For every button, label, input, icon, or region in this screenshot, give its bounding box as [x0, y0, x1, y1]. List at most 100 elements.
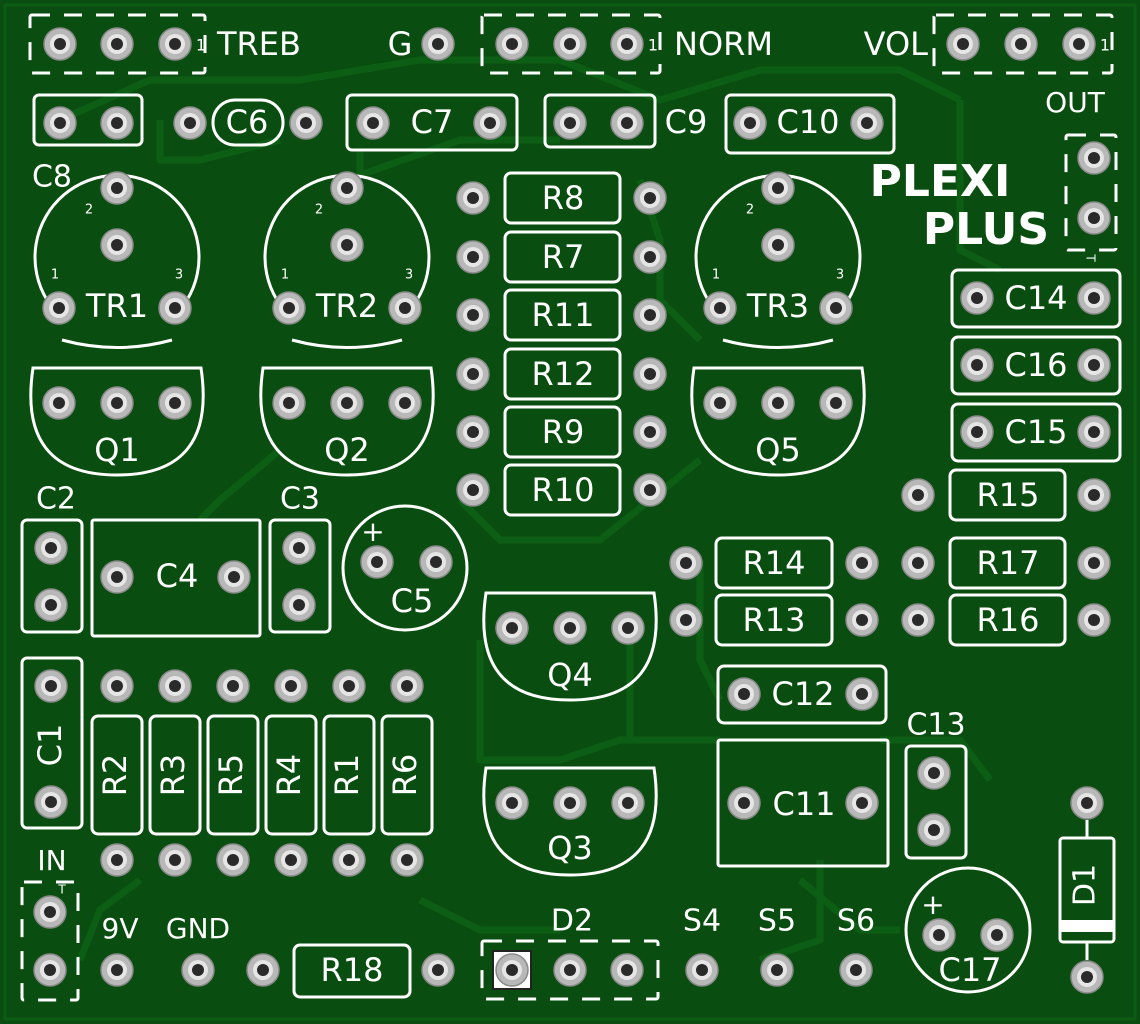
cap-c5-outline	[341, 504, 469, 632]
resistor-r10-pin-2	[633, 473, 667, 507]
trimmer-tr3-mark-1: 1	[712, 268, 720, 283]
resistor-r13: R13	[669, 593, 879, 647]
resistor-r11-pin-2	[633, 298, 667, 332]
power-9v: 9V	[100, 912, 139, 987]
cap-c13-label: C13	[906, 708, 965, 743]
diode-d2-label: D2	[551, 904, 593, 939]
trimmer-tr3-pin-1	[703, 291, 737, 325]
resistor-r16-label: R16	[977, 601, 1040, 639]
cap-c7-label: C7	[411, 103, 454, 141]
cap-c11-label: C11	[772, 785, 835, 823]
diode-d2-pin-3	[610, 953, 644, 987]
resistor-r1-pin-2	[332, 843, 366, 877]
transistor-q5-pin-2	[761, 386, 795, 420]
connector-in: INT	[20, 844, 80, 1002]
transistor-q1-label: Q1	[94, 431, 140, 469]
resistor-r6: R6	[380, 669, 434, 877]
resistor-r11-pin-1	[456, 298, 490, 332]
resistor-r12-outline	[503, 347, 622, 401]
transistor-q3-label: Q3	[547, 829, 593, 867]
cap-c3-pin-1	[282, 531, 316, 565]
resistor-r10: R10	[456, 463, 667, 517]
cap-c9-pin-2	[610, 106, 644, 140]
pot-treb-pin-2	[100, 27, 134, 61]
cap-c12-label: C12	[771, 675, 834, 713]
resistor-r12-pin-1	[456, 357, 490, 391]
trimmer-tr3-mark-2: 2	[746, 203, 754, 218]
resistor-r2-label: R2	[96, 754, 134, 797]
cap-c3-pin-2	[282, 588, 316, 622]
cap-c3-label: C3	[280, 482, 320, 517]
resistor-r2: R2	[90, 669, 144, 877]
diode-d1-body	[1058, 836, 1116, 944]
connector-in-pin-1	[33, 895, 67, 929]
resistor-r10-pin-1	[456, 473, 490, 507]
resistor-r7-label: R7	[542, 238, 585, 276]
switch-s4: S4	[683, 904, 721, 987]
cap-c8: C8	[32, 93, 144, 195]
cap-c8-pin-2	[100, 106, 134, 140]
connector-out-outline	[1064, 133, 1118, 252]
cap-c15: C15	[950, 402, 1122, 463]
pot-norm-label: NORM	[674, 25, 773, 63]
resistor-r17-pin-2	[1077, 546, 1111, 580]
power-gnd: GND	[166, 912, 230, 987]
diode-d1-cathode-band	[1060, 920, 1114, 932]
pot-vol-pin-3	[1062, 27, 1096, 61]
switch-s5-label: S5	[758, 904, 796, 939]
cap-c7-pin-1	[356, 106, 390, 140]
cap-c7-pin-2	[473, 106, 507, 140]
power-9v-label: 9V	[102, 912, 139, 945]
resistor-r16-pin-2	[1077, 603, 1111, 637]
resistor-r9-outline	[503, 405, 622, 459]
resistor-r13-outline	[714, 593, 834, 647]
resistor-r14-pin-1	[669, 546, 703, 580]
transistor-q3-pin-1	[495, 786, 529, 820]
cap-c6-pin-1	[173, 106, 207, 140]
cap-c2-label: C2	[36, 482, 76, 517]
transistor-q2-pin-2	[330, 386, 364, 420]
cap-c2-pin-1	[34, 531, 68, 565]
transistor-q4-label: Q4	[547, 656, 593, 694]
diode-d2-pin-2	[553, 953, 587, 987]
cap-c15-pin-2	[1077, 415, 1111, 449]
diode-d1: D1	[1058, 786, 1116, 994]
pot-norm-pin-3	[610, 27, 644, 61]
trimmer-tr1-base	[61, 338, 173, 349]
transistor-q3: Q3	[482, 766, 658, 877]
switch-s5: S5	[758, 904, 796, 987]
connector-in-label: IN	[37, 844, 66, 877]
cap-c1-label: C1	[31, 724, 69, 767]
cap-c11: C11	[716, 738, 890, 868]
cap-c14-pin-1	[960, 281, 994, 315]
cap-c5-plus-mark: +	[361, 515, 384, 548]
trimmer-tr1-label: TR1	[85, 287, 148, 325]
cap-c16-outline	[950, 335, 1122, 396]
cap-c6-label: C6	[226, 103, 269, 141]
trimmer-tr1-wiper	[100, 228, 134, 262]
power-gnd-pad	[181, 953, 215, 987]
pot-norm-pin1-mark: 1	[648, 36, 658, 55]
pot-norm-pin-2	[553, 27, 587, 61]
resistor-r3: R3	[148, 669, 202, 877]
cap-c17-label: C17	[938, 951, 1001, 989]
resistor-r13-label: R13	[743, 601, 806, 639]
resistor-r4-pin-2	[274, 843, 308, 877]
resistor-r6-pin-1	[390, 669, 424, 703]
cap-c15-pin-1	[960, 415, 994, 449]
transistor-q2-pin-3	[388, 386, 422, 420]
pot-vol-outline	[932, 13, 1114, 75]
cap-c9-label: C9	[665, 103, 708, 141]
transistor-q4-pin-3	[611, 611, 645, 645]
cap-c13-outline	[904, 744, 968, 860]
resistor-r14: R14	[669, 536, 879, 590]
cap-c7-outline	[345, 93, 519, 152]
cap-c7: C7	[345, 93, 519, 152]
cap-c14-pin-2	[1077, 281, 1111, 315]
transistor-q3-outline	[482, 766, 658, 877]
pot-treb-pin1-mark: 1	[196, 36, 206, 55]
trimmer-tr2-mark-2: 2	[315, 203, 323, 218]
